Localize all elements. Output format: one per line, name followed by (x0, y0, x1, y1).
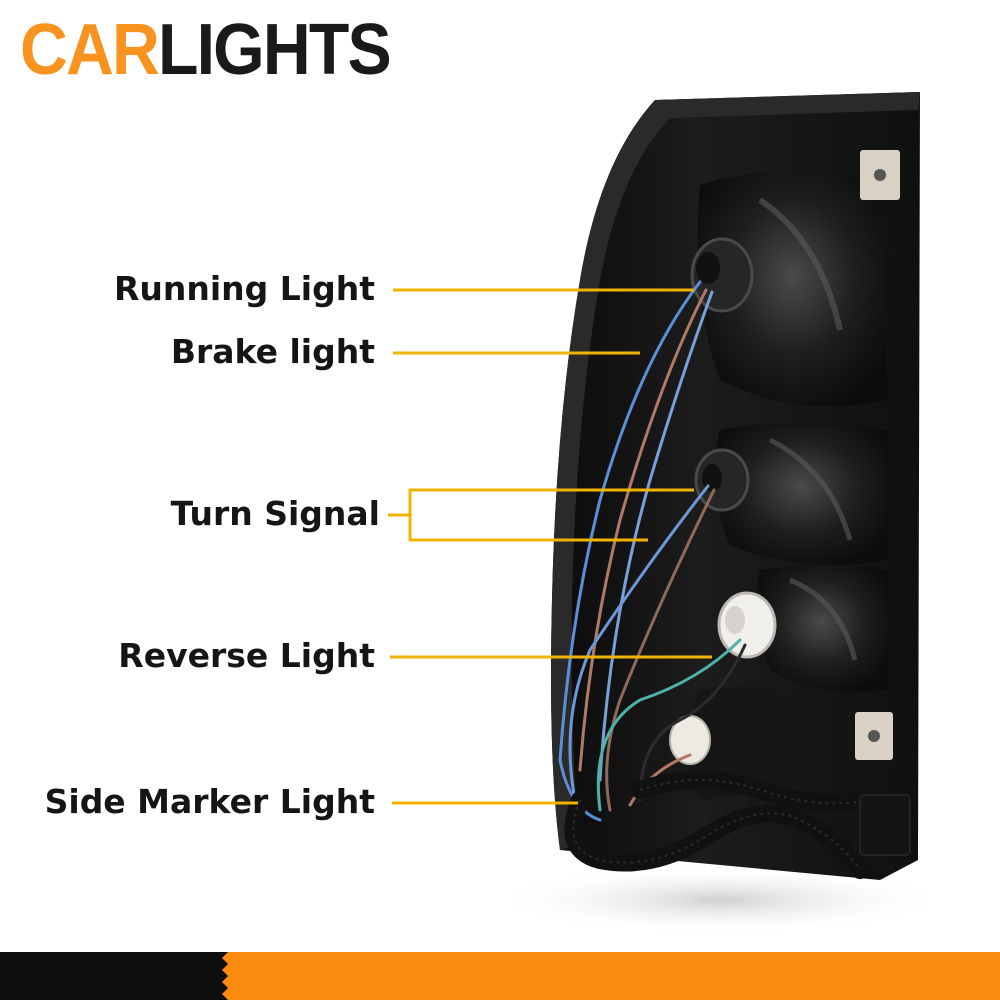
label-running-light: Running Light (113, 269, 375, 308)
upper-lamp-chamber (697, 171, 888, 407)
lower-lamp-chamber (755, 565, 888, 693)
label-turn-signal: Turn Signal (170, 494, 380, 533)
label-side-marker-light: Side Marker Light (44, 782, 375, 821)
floor-shadow (490, 865, 950, 935)
brand-logo-car: CAR (20, 10, 160, 90)
label-brake-light: Brake light (170, 332, 375, 371)
brand-logo: CARLIGHTS (20, 14, 392, 86)
harness-connector (859, 794, 911, 856)
footer-zigzag (216, 952, 240, 1000)
footer-bar-black (0, 952, 250, 1000)
footer-bar-orange (236, 952, 1000, 1000)
brand-logo-lights: LIGHTS (158, 10, 392, 90)
wiring-harness (558, 280, 747, 822)
leader-lines (388, 288, 712, 805)
label-reverse-light: Reverse Light (118, 636, 375, 675)
